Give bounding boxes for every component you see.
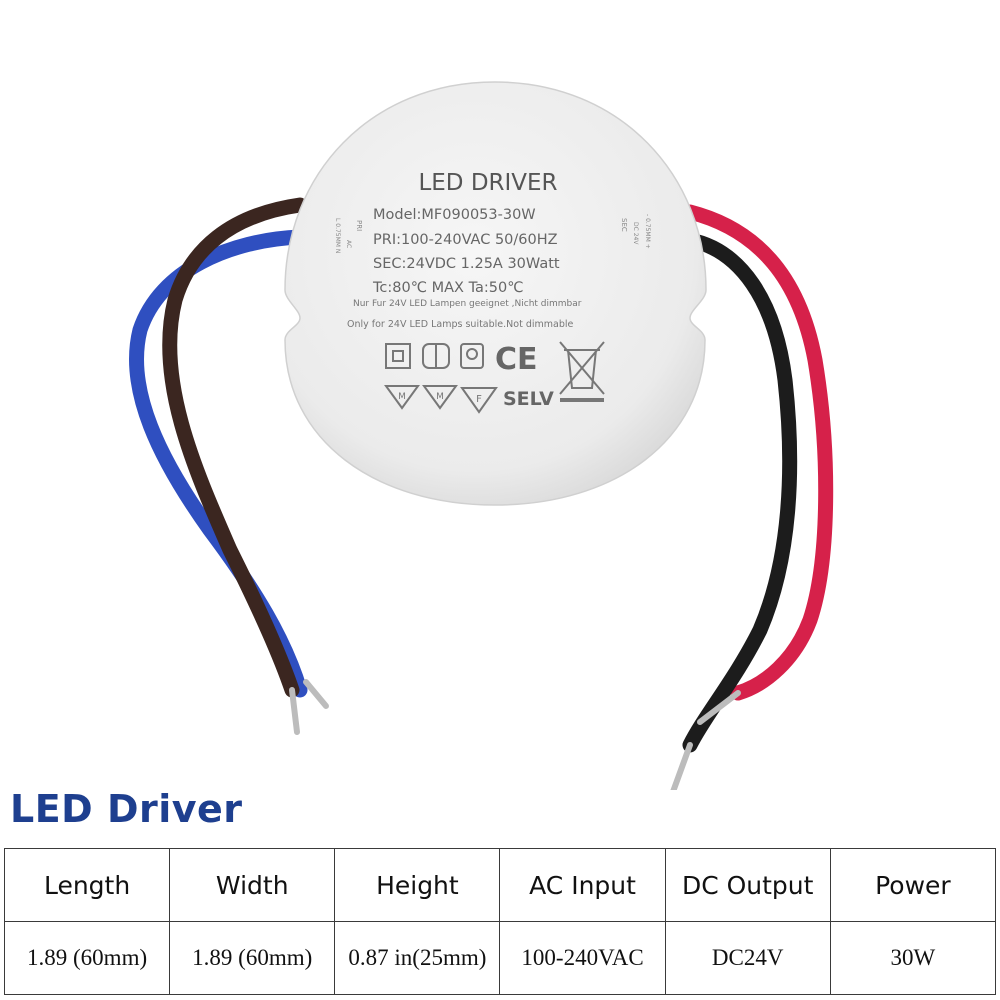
ce-mark: CE <box>495 342 538 377</box>
f-mark-icon <box>460 387 498 414</box>
value-ac-input: 100-240VAC <box>499 921 666 995</box>
side-gauge-right-text: - 0.75MM + <box>644 214 651 249</box>
value-power: 30W <box>829 921 997 995</box>
header-height: Height <box>334 848 501 922</box>
label-small-en: Only for 24V LED Lamps suitable.Not dimm… <box>347 319 573 330</box>
value-height: 0.87 in(25mm) <box>334 921 501 995</box>
value-width: 1.89 (60mm) <box>169 921 336 995</box>
red-wire <box>682 204 834 701</box>
section-heading: LED Driver <box>10 787 243 831</box>
side-gauge-left-text: L 0.75MM N <box>334 218 341 253</box>
safety-transformer-icon <box>460 343 484 369</box>
label-line-temp: Tc:80℃ MAX Ta:50℃ <box>372 280 524 296</box>
specs-value-row: 1.89 (60mm) 1.89 (60mm) 0.87 in(25mm) 10… <box>3 921 997 995</box>
f-mark-text: F <box>476 394 482 405</box>
value-length: 1.89 (60mm) <box>3 921 171 995</box>
m-mark-icon <box>384 385 420 410</box>
side-ac-text: AC <box>345 240 352 248</box>
header-width: Width <box>169 848 336 922</box>
double-insulation-icon <box>385 343 411 369</box>
label-title: LED DRIVER <box>418 170 557 196</box>
specs-table: Length Width Height AC Input DC Output P… <box>3 848 997 995</box>
label-line-pri: PRI:100-240VAC 50/60HZ <box>373 232 558 248</box>
m-mark-text: M <box>398 392 406 402</box>
blue-wire-tip <box>303 679 329 709</box>
header-power: Power <box>829 848 997 922</box>
label-line-model: Model:MF090053-30W <box>373 207 536 223</box>
side-sec-text: SEC <box>620 218 628 232</box>
header-dc-output: DC Output <box>664 848 831 922</box>
side-pri-text: PRI <box>355 220 363 231</box>
red-wire-tip <box>697 690 741 725</box>
brown-wire-tip <box>289 687 300 735</box>
black-wire-tip <box>670 742 693 790</box>
independent-driver-icon <box>422 343 450 369</box>
mm-mark-icon <box>422 385 458 410</box>
mm-mark-text: M <box>436 392 444 402</box>
label-line-sec: SEC:24VDC 1.25A 30Watt <box>373 256 560 272</box>
product-photo: LED DRIVER Model:MF090053-30W PRI:100-24… <box>129 81 834 790</box>
value-dc-output: DC24V <box>664 921 831 995</box>
header-ac-input: AC Input <box>499 848 666 922</box>
side-dc-text: DC 24V <box>632 222 639 245</box>
header-length: Length <box>3 848 171 922</box>
specs-header-row: Length Width Height AC Input DC Output P… <box>3 848 997 922</box>
weee-bin-icon <box>559 341 605 402</box>
label-small-de: Nur Fur 24V LED Lampen geeignet ,Nicht d… <box>353 299 582 309</box>
brown-wire <box>162 197 308 698</box>
blue-wire <box>129 229 308 698</box>
black-wire <box>682 232 798 753</box>
selv-mark: SELV <box>503 388 554 410</box>
